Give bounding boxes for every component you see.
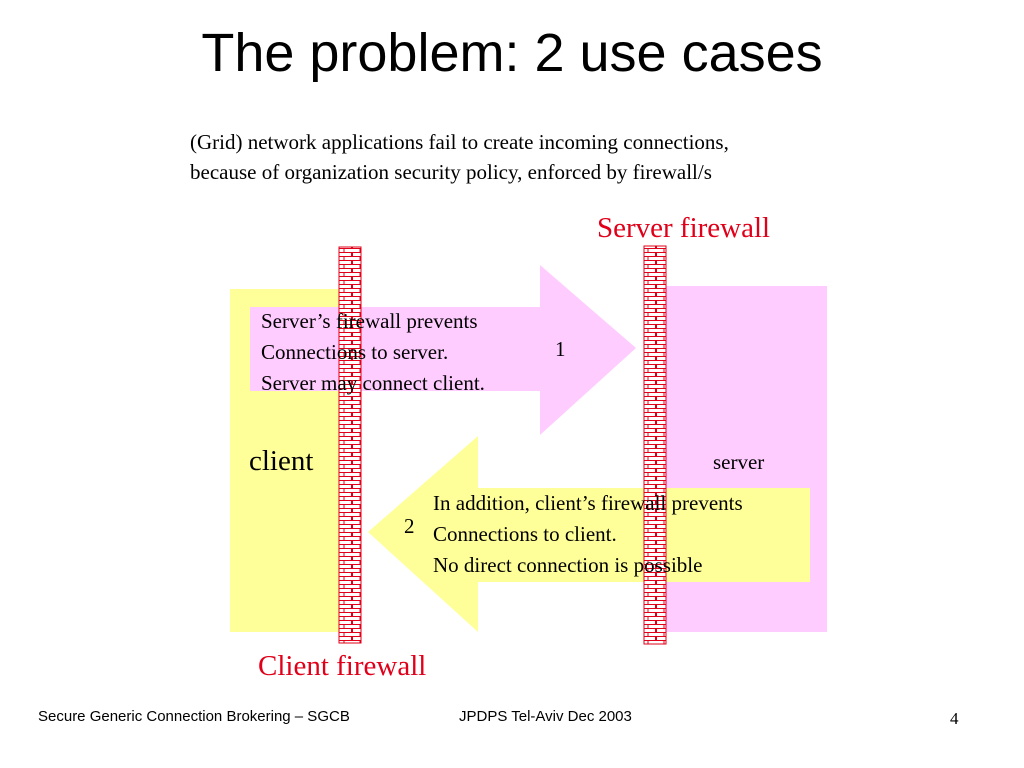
intro-line-1: (Grid) network applications fail to crea… <box>190 130 729 154</box>
server-firewall-label: Server firewall <box>597 212 771 244</box>
server-firewall <box>643 245 667 645</box>
case-2-line-1: In addition, client’s firewall prevents <box>433 491 743 515</box>
client-firewall-label: Client firewall <box>258 650 427 682</box>
case-1-line-2: Connections to server. <box>261 340 449 364</box>
case-2-description: In addition, client’s firewall prevents … <box>433 488 743 581</box>
case-2-line-3: No direct connection is possible <box>433 553 703 577</box>
footer-title: Secure Generic Connection Brokering – SG… <box>38 708 350 725</box>
case-1-line-1: Server’s firewall prevents <box>261 309 478 333</box>
case-1-line-3: Server may connect client. <box>261 371 485 395</box>
client-label: client <box>249 445 314 477</box>
slide-title: The problem: 2 use cases <box>201 23 823 83</box>
intro-line-2: because of organization security policy,… <box>190 160 712 184</box>
page-number: 4 <box>950 709 959 728</box>
arrow-2 <box>368 436 810 632</box>
footer-event: JPDPS Tel-Aviv Dec 2003 <box>459 708 632 725</box>
case-1-description: Server’s firewall prevents Connections t… <box>261 306 485 399</box>
client-firewall <box>338 246 362 644</box>
case-2-number: 2 <box>404 514 415 538</box>
server-label: server <box>713 450 765 474</box>
case-2-line-2: Connections to client. <box>433 522 617 546</box>
case-1-number: 1 <box>555 337 566 361</box>
